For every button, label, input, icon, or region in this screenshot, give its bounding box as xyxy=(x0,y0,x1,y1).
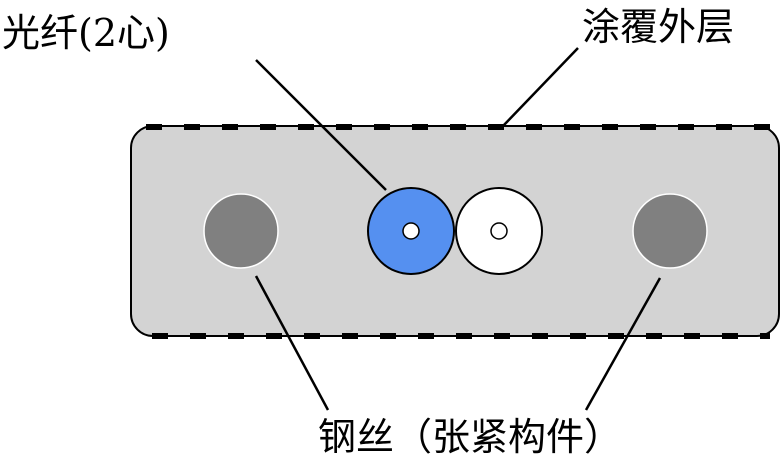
leader-line-steel-left xyxy=(254,275,330,411)
steel-wire-left xyxy=(203,193,279,269)
fiber-label: 光纤(2心) xyxy=(2,11,170,55)
coating-label: 涂覆外层 xyxy=(582,5,735,49)
steel-wire-label: 钢丝（张紧构件） xyxy=(318,415,623,459)
leader-line-fiber xyxy=(255,59,387,191)
steel-wire-right xyxy=(632,193,708,269)
fiber-white-core xyxy=(490,222,508,240)
leader-line-steel-right xyxy=(584,277,662,411)
fiber-blue-core xyxy=(402,222,420,240)
leader-line-coating xyxy=(502,47,579,127)
